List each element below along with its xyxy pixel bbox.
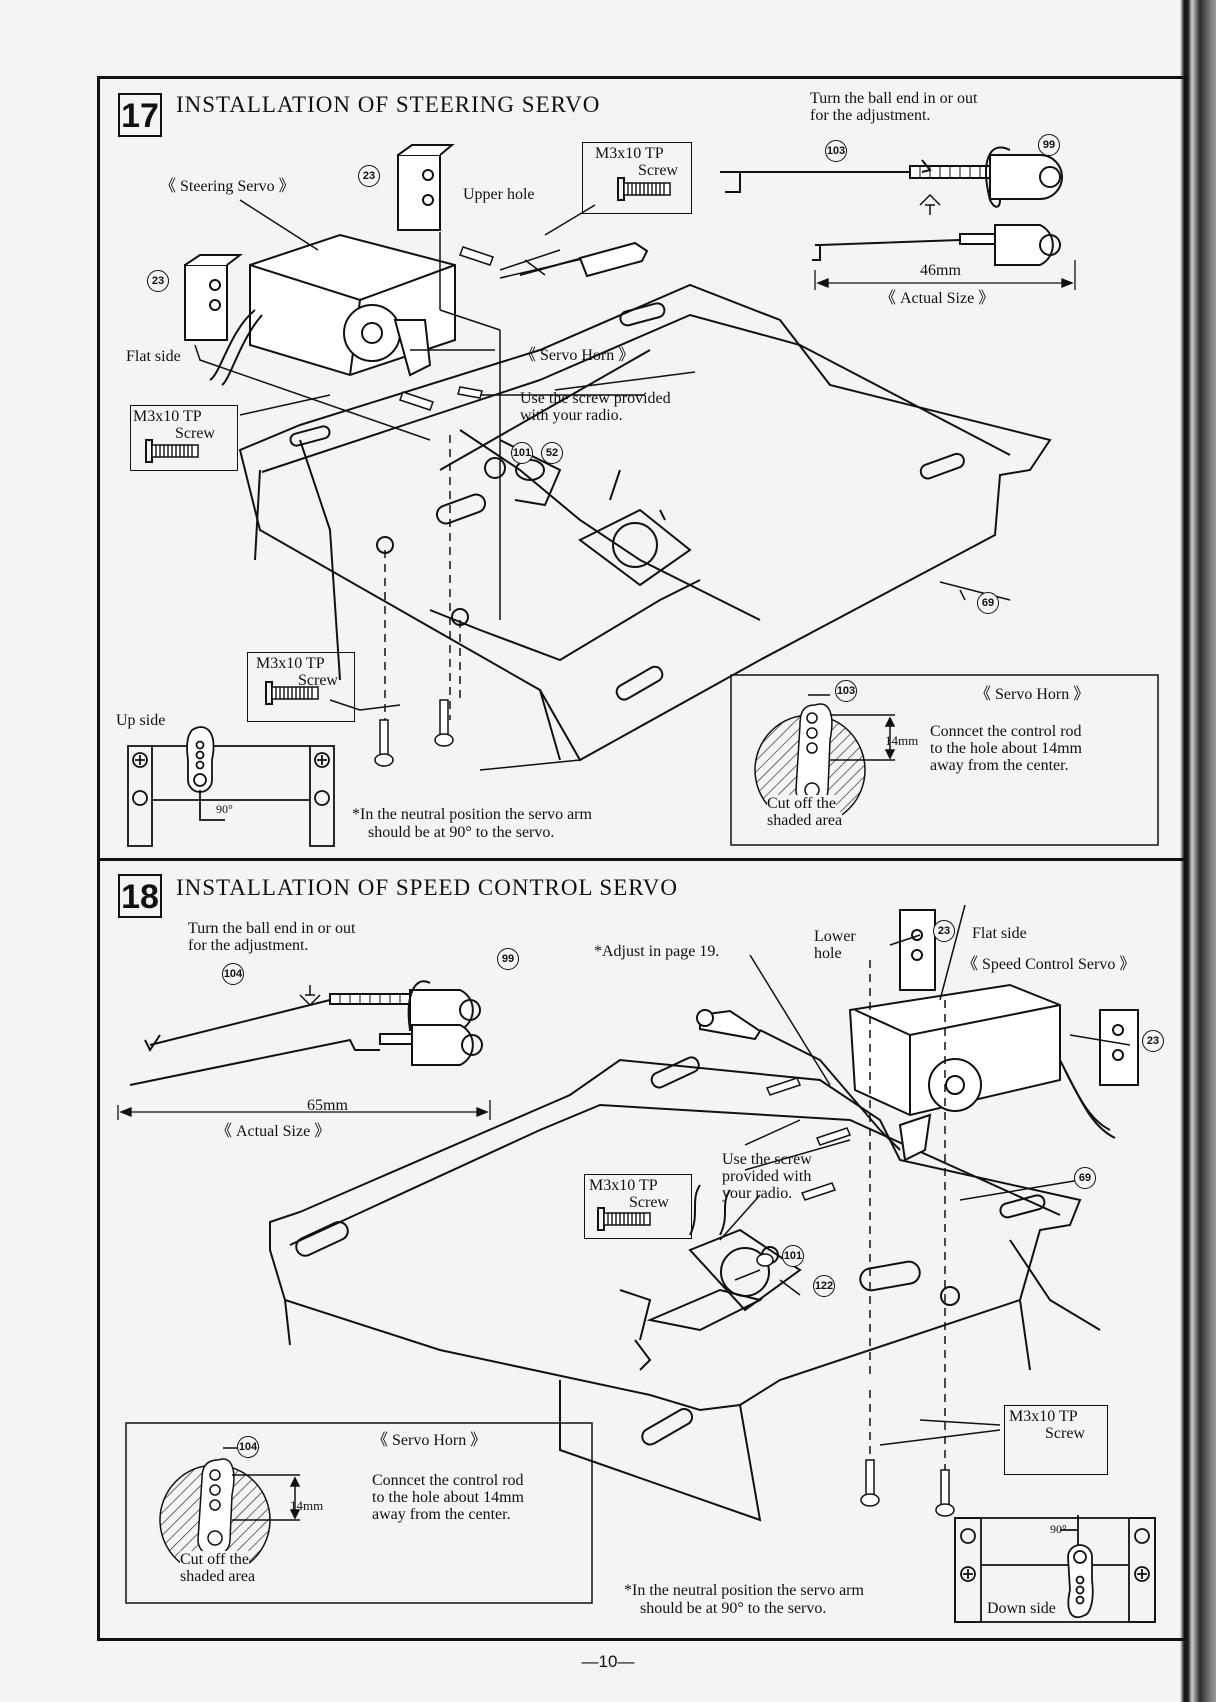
use-screw-note: with your radio. xyxy=(520,407,623,424)
angle-label: 90° xyxy=(1050,1522,1067,1536)
actual-size-label: 《 Actual Size 》 xyxy=(880,290,995,307)
section-number: 17 xyxy=(118,93,162,137)
use-screw-note: Use the screw provided xyxy=(520,390,671,407)
flat-side-label: Flat side xyxy=(126,348,181,365)
part-number-23: 23 xyxy=(147,270,169,292)
horn-box-text: away from the center. xyxy=(372,1506,511,1523)
horn-distance: 14mm xyxy=(885,733,919,748)
screw-spec: M3x10 TP xyxy=(1009,1408,1078,1425)
cut-off-note: Cut off the xyxy=(180,1551,250,1569)
part-number-104: 104 xyxy=(222,963,244,985)
section-title: INSTALLATION OF STEERING SERVO xyxy=(176,92,601,117)
part-number-23: 23 xyxy=(933,920,955,942)
horn-box-text: to the hole about 14mm xyxy=(930,740,1082,757)
part-number-103: 103 xyxy=(835,680,857,702)
screw-label-box: M3x10 TP Screw xyxy=(1004,1405,1108,1475)
part-number-69: 69 xyxy=(1074,1167,1096,1189)
horn-box-title: 《 Servo Horn 》 xyxy=(975,686,1090,703)
part-number-52: 52 xyxy=(541,442,563,464)
part-number-101: 101 xyxy=(511,442,533,464)
turn-ball-end-note: for the adjustment. xyxy=(810,107,931,124)
actual-size-label: 《 Actual Size 》 xyxy=(216,1123,331,1140)
screw-label-box: M3x10 TP Screw xyxy=(582,142,692,214)
lower-hole-label: hole xyxy=(814,945,842,962)
use-screw-note: provided with xyxy=(722,1168,812,1185)
down-side-label: Down side xyxy=(987,1600,1056,1617)
down-side-diagram xyxy=(954,1515,1156,1623)
steering-servo-label: 《 Steering Servo 》 xyxy=(160,178,295,195)
screw-spec: M3x10 TP xyxy=(133,408,202,425)
neutral-note: *In the neutral position the servo arm xyxy=(624,1582,864,1599)
lower-hole-label: Lower xyxy=(814,928,856,945)
horn-box-text: Conncet the control rod xyxy=(930,723,1082,740)
steering-servo-drawing xyxy=(184,144,456,386)
horn-box-title: 《 Servo Horn 》 xyxy=(372,1432,487,1449)
horn-distance: 14mm xyxy=(290,1498,324,1513)
part-number-99: 99 xyxy=(497,948,519,970)
part-number-104: 104 xyxy=(237,1436,259,1458)
cut-off-note: shaded area xyxy=(767,812,843,830)
horn-box-text: to the hole about 14mm xyxy=(372,1489,524,1506)
screw-label-box: M3x10 TP Screw xyxy=(584,1174,692,1239)
part-number-23: 23 xyxy=(358,165,380,187)
horn-box-text: away from the center. xyxy=(930,757,1069,774)
cut-off-note: Cut off the xyxy=(767,795,837,813)
horn-box-18 xyxy=(125,1422,593,1604)
part-number-103: 103 xyxy=(825,140,847,162)
up-side-label: Up side xyxy=(116,712,166,729)
section-title: INSTALLATION OF SPEED CONTROL SERVO xyxy=(176,875,678,900)
speed-servo-label: 《 Speed Control Servo 》 xyxy=(962,956,1136,973)
chassis-18 xyxy=(269,1056,1101,1522)
upper-hole-label: Upper hole xyxy=(463,186,535,203)
turn-ball-end-note: Turn the ball end in or out xyxy=(810,90,978,107)
use-screw-note: your radio. xyxy=(722,1185,793,1202)
screw-label-box: M3x10 TP Screw xyxy=(247,652,355,722)
screw-spec: M3x10 TP xyxy=(256,655,325,672)
part-number-69: 69 xyxy=(977,592,999,614)
page-number: —10— xyxy=(581,1652,635,1671)
screw-type: Screw xyxy=(1045,1425,1085,1442)
screw-spec: M3x10 TP xyxy=(595,145,664,162)
up-side-diagram xyxy=(127,726,335,847)
turn-ball-end-note: for the adjustment. xyxy=(188,937,309,954)
rod-length: 65mm xyxy=(307,1097,348,1114)
rod-length: 46mm xyxy=(920,262,961,279)
turn-ball-end-note: Turn the ball end in or out xyxy=(188,920,356,937)
horn-box-text: Conncet the control rod xyxy=(372,1472,524,1489)
flat-side-label: Flat side xyxy=(972,925,1027,942)
part-number-122: 122 xyxy=(813,1275,835,1297)
screw-type: Screw xyxy=(629,1194,669,1211)
use-screw-note: Use the screw xyxy=(722,1151,812,1168)
part-number-99: 99 xyxy=(1038,134,1060,156)
cut-off-note: shaded area xyxy=(180,1568,256,1586)
neutral-note: should be at 90° to the servo. xyxy=(640,1600,827,1617)
section-divider xyxy=(97,858,1187,861)
neutral-note: should be at 90° to the servo. xyxy=(368,824,555,841)
speed-servo-drawing xyxy=(848,909,1139,1162)
servo-horn-label: 《 Servo Horn 》 xyxy=(520,347,635,364)
part-number-101: 101 xyxy=(782,1245,804,1267)
section-number: 18 xyxy=(118,874,162,918)
neutral-note: *In the neutral position the servo arm xyxy=(352,806,592,823)
screw-type: Screw xyxy=(638,162,678,179)
chassis-17 xyxy=(238,283,1052,762)
screw-type: Screw xyxy=(298,672,338,689)
screw-spec: M3x10 TP xyxy=(589,1177,658,1194)
part-number-23: 23 xyxy=(1142,1030,1164,1052)
screw-label-box: M3x10 TP Screw xyxy=(130,405,238,471)
binding-edge xyxy=(1170,0,1216,1702)
angle-label: 90° xyxy=(216,802,233,816)
adjust-note: *Adjust in page 19. xyxy=(594,943,720,960)
screw-type: Screw xyxy=(175,425,215,442)
